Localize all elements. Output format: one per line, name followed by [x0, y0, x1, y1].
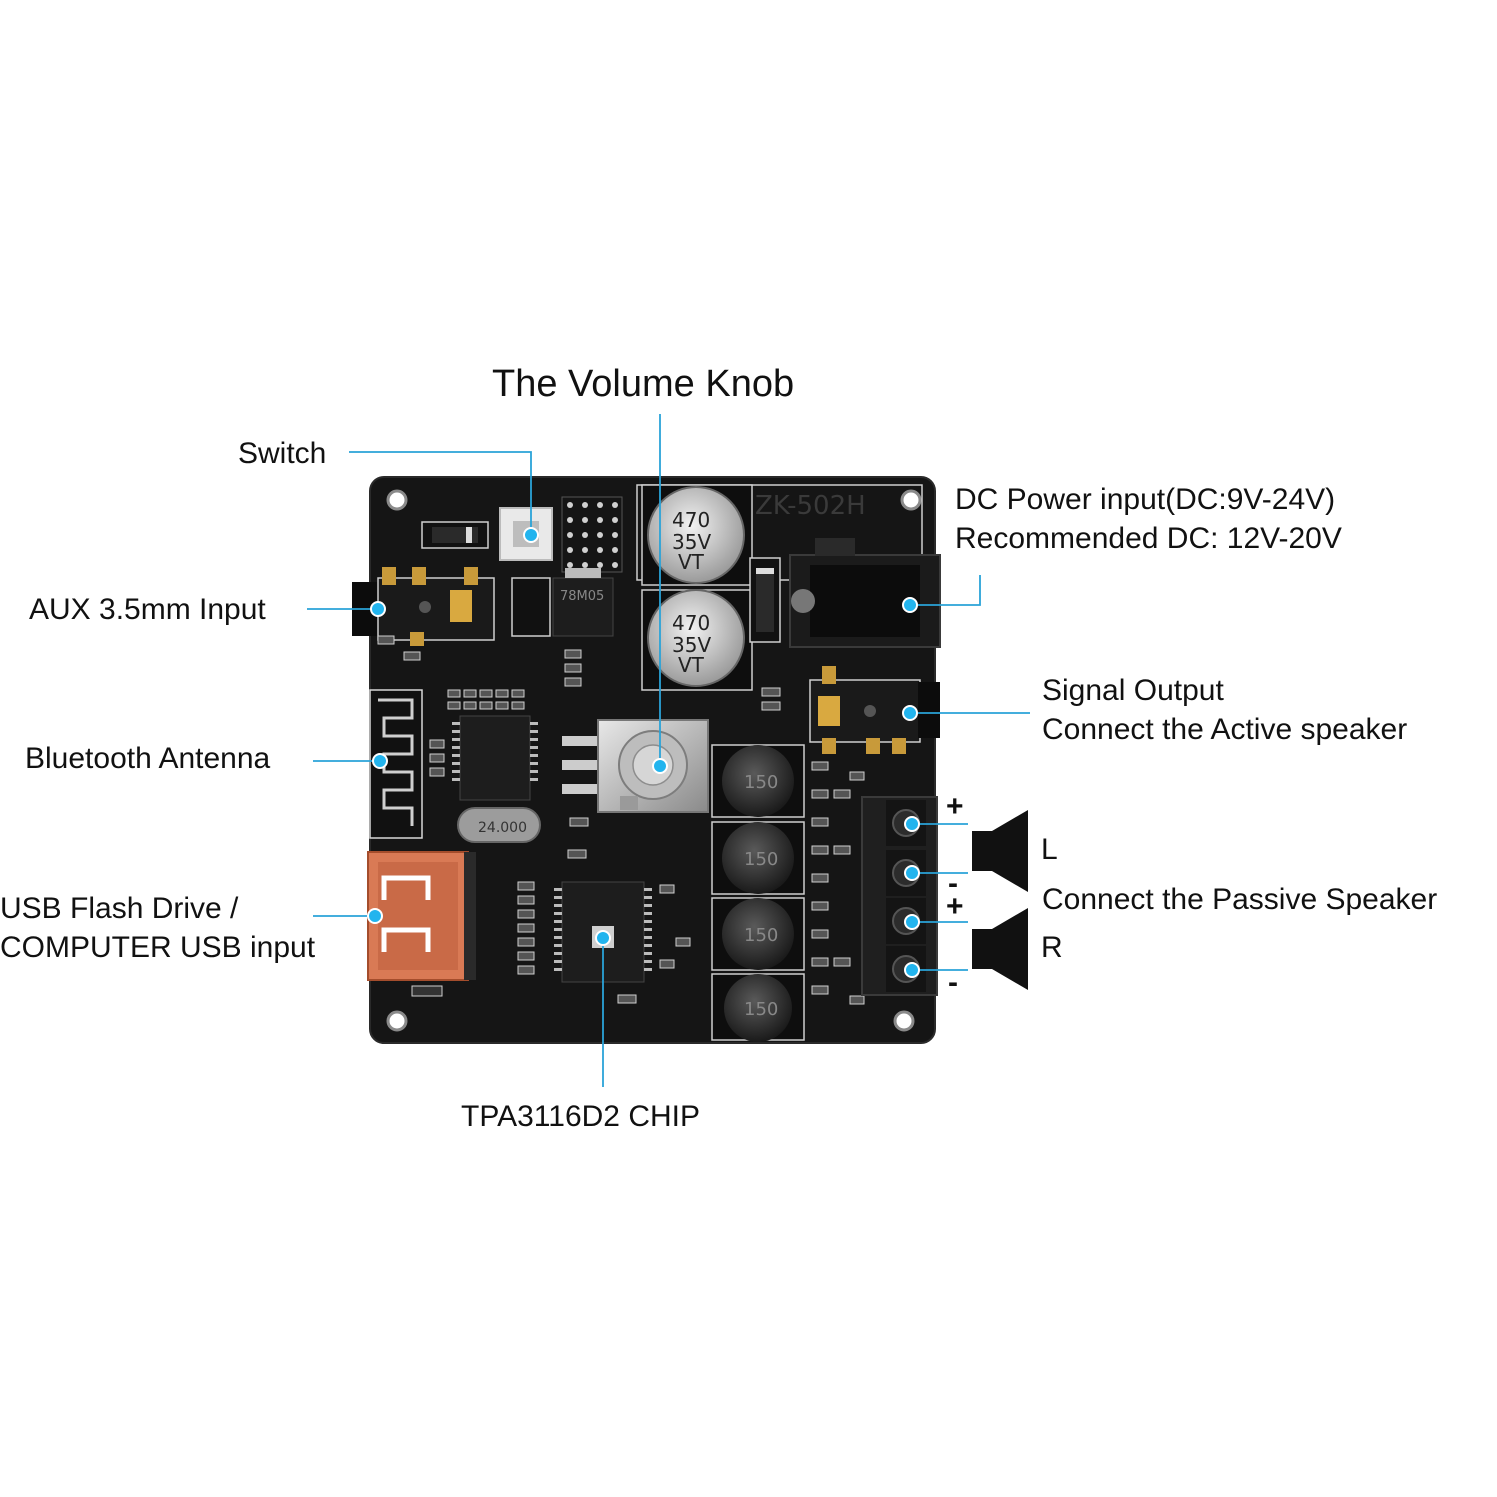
aux-jack — [352, 567, 495, 646]
marker-dot — [902, 597, 918, 613]
regulator-label: 78M05 — [560, 589, 604, 604]
inductor-label: 150 — [744, 849, 778, 870]
inductor: 150 — [711, 821, 805, 895]
signal-output-label-line2: Connect the Active speaker — [1042, 713, 1408, 746]
signal-output-label-line1: Signal Output — [1042, 674, 1224, 707]
cap-value: 470 — [672, 508, 710, 532]
marker-dot — [595, 930, 611, 946]
pin-header — [561, 496, 623, 573]
speaker-terminal-block — [861, 796, 938, 996]
right-minus-label: - — [948, 966, 958, 999]
usb-port — [367, 851, 476, 981]
smd-components — [377, 635, 865, 1005]
marker-dot — [904, 865, 920, 881]
left-minus-label: - — [948, 867, 958, 900]
marker-dot — [904, 914, 920, 930]
marker-dot — [652, 758, 668, 774]
mounting-hole — [900, 489, 922, 511]
speaker-icon — [972, 908, 1028, 990]
cap-series: VT — [678, 653, 705, 677]
right-channel-label: R — [1041, 931, 1063, 964]
capacitor-top: 470 35V VT — [641, 484, 753, 586]
switch-label: Switch — [238, 437, 327, 470]
signal-output-jack — [809, 666, 940, 754]
speaker-icon — [972, 810, 1028, 892]
marker-dot — [372, 753, 388, 769]
bluetooth-antenna-label: Bluetooth Antenna — [25, 742, 271, 775]
cap-value: 470 — [672, 611, 710, 635]
volume-knob-label: The Volume Knob — [492, 363, 795, 405]
board-model: ZK-502H — [755, 491, 866, 521]
marker-dot — [367, 908, 383, 924]
marker-dot — [370, 601, 386, 617]
marker-dot — [523, 527, 539, 543]
right-plus-label: + — [946, 890, 964, 923]
marker-dot — [904, 962, 920, 978]
regulator-78m05: 78M05 — [511, 568, 614, 637]
inductor: 150 — [711, 744, 805, 818]
usb-label-line1: USB Flash Drive / — [0, 892, 239, 925]
inductor-label: 150 — [744, 772, 778, 793]
aux-input-label: AUX 3.5mm Input — [29, 593, 266, 626]
inductor: 150 — [711, 897, 805, 971]
cap-voltage: 35V — [672, 633, 711, 657]
usb-label-line2: COMPUTER USB input — [0, 931, 316, 964]
mounting-hole — [386, 1010, 408, 1032]
dc-barrel-jack — [789, 538, 941, 648]
chip-label: TPA3116D2 CHIP — [461, 1100, 700, 1133]
cap-series: VT — [678, 550, 705, 574]
mounting-hole — [386, 489, 408, 511]
mounting-hole — [893, 1010, 915, 1032]
marker-dot — [904, 816, 920, 832]
inductor-label: 150 — [744, 925, 778, 946]
inductor-label: 150 — [744, 999, 778, 1020]
left-plus-label: + — [946, 790, 964, 823]
callout-lines — [307, 414, 1030, 1087]
capacitor-bottom: 470 35V VT — [641, 589, 753, 691]
diode-d3 — [749, 557, 781, 643]
cap-voltage: 35V — [672, 530, 711, 554]
volume-potentiometer — [562, 719, 709, 813]
diode-d4 — [421, 521, 489, 549]
dc-power-label-line1: DC Power input(DC:9V-24V) — [955, 483, 1336, 516]
inductor: 150 — [711, 973, 805, 1042]
left-channel-label: L — [1041, 833, 1058, 866]
passive-speaker-label: Connect the Passive Speaker — [1042, 883, 1438, 916]
bluetooth-ic — [452, 715, 538, 801]
dc-power-label-line2: Recommended DC: 12V-20V — [955, 522, 1342, 555]
marker-dot — [902, 705, 918, 721]
crystal-label: 24.000 — [478, 820, 527, 836]
crystal-24mhz: 24.000 — [457, 807, 541, 843]
callout-markers — [367, 527, 920, 978]
